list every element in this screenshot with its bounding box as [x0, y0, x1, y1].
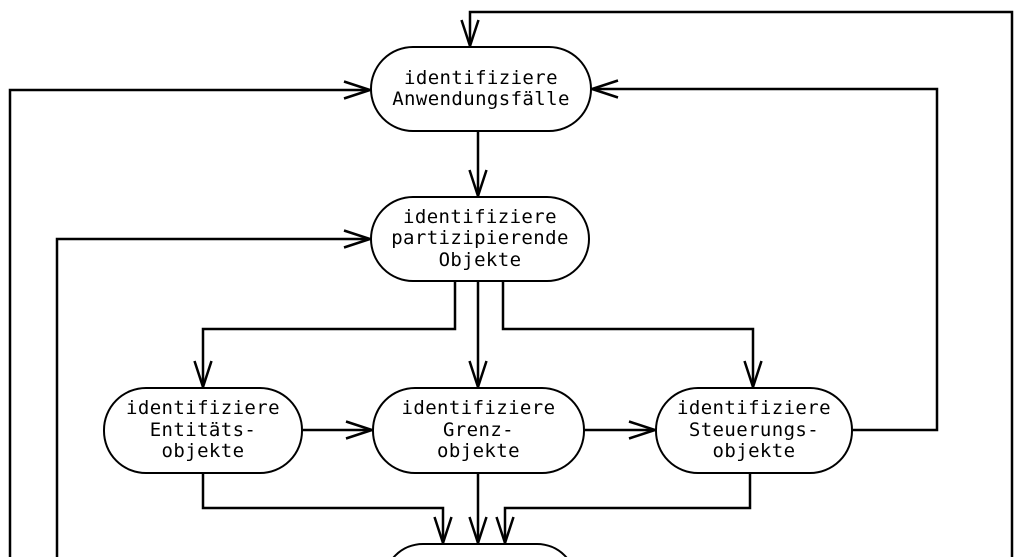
node-identify-use-cases: identifiziere Anwendungsfälle	[370, 46, 592, 132]
edge-entity-to-bottom	[201, 474, 445, 543]
arrowhead-control-to-use-cases	[587, 79, 619, 99]
edge-loop-right-outer-to-use-cases	[468, 10, 1014, 557]
edge-objects-to-control	[501, 282, 755, 387]
node-identify-participating-objects: identifiziere partizipierende Objekte	[370, 196, 590, 282]
node-identify-entity-objects: identifiziere Entitäts- objekte	[103, 387, 303, 474]
edge-loop-left-inner-to-objects	[55, 237, 370, 557]
edge-control-to-bottom	[503, 474, 752, 543]
node-identify-boundary-objects: identifiziere Grenz- objekte	[372, 387, 585, 474]
node-identify-control-objects: identifiziere Steuerungs- objekte	[655, 387, 853, 474]
node-bottom-partial	[383, 543, 577, 557]
edge-loop-left-outer-to-use-cases	[8, 88, 370, 557]
edge-control-to-use-cases	[592, 87, 939, 432]
edge-objects-to-entity	[201, 282, 457, 387]
